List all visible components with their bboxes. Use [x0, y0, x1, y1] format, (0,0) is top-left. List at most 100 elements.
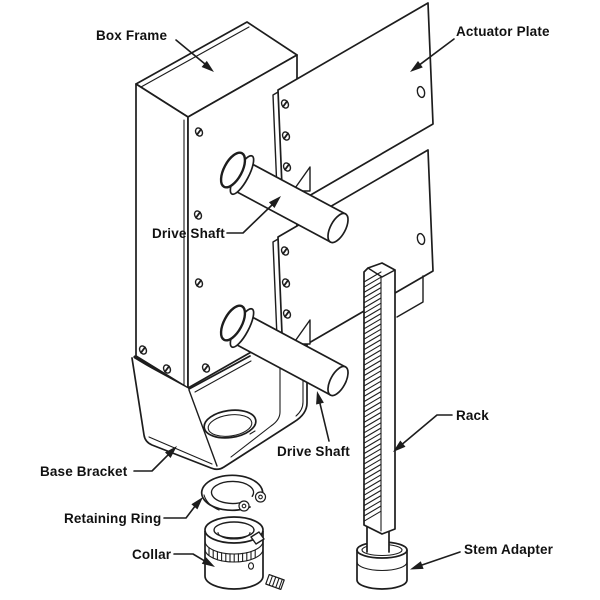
adapter-body — [356, 550, 408, 590]
callout-rack: Rack — [393, 408, 489, 452]
rack-stub-sides — [366, 526, 390, 553]
rack-leader — [402, 414, 453, 445]
collar-leader — [173, 553, 205, 562]
base-bracket-leader — [133, 454, 169, 472]
base-bracket-arrowhead-icon — [165, 446, 177, 458]
shaft1-body-fill — [231, 160, 346, 243]
label-retaining-ring: Retaining Ring — [64, 511, 161, 526]
shaft1-body-lines — [230, 160, 347, 243]
box-frame-leader — [175, 39, 206, 65]
actuator-plate-leader — [419, 38, 455, 65]
box-frame-arrowhead-icon — [201, 60, 214, 72]
ring-inner-arc — [210, 480, 255, 505]
rack-part — [363, 262, 396, 553]
shaft2-body-fill — [231, 313, 346, 396]
retaining-ring-part — [200, 474, 267, 512]
bracket-hole-outer — [203, 409, 257, 439]
label-base-bracket: Base Bracket — [40, 464, 128, 479]
bracket-inner-front-edge — [230, 351, 281, 458]
drive-shaft-upper-part — [219, 151, 349, 244]
screw-slot-icon — [195, 211, 201, 219]
screw-slot-icon — [283, 279, 289, 287]
plate1-hole — [416, 85, 426, 99]
drive-shaft-lower-arrowhead-icon — [316, 391, 324, 405]
bracket-back-edge — [188, 355, 251, 390]
box-screws — [138, 127, 211, 374]
bracket-hole-inner — [207, 414, 253, 437]
drive-shaft-lower-leader — [319, 402, 330, 442]
collar-knurl-ticks — [208, 547, 256, 563]
drive-shaft-lower-part — [219, 304, 349, 397]
callout-box-frame: Box Frame — [96, 28, 214, 72]
rack-silhouette — [363, 262, 396, 535]
ring-lug-left-hole — [241, 503, 247, 509]
ring-lug-left — [238, 500, 250, 512]
ring-lug-right — [254, 491, 267, 503]
plate2-face — [277, 149, 434, 359]
collar-set-screw-nub — [250, 531, 265, 545]
stem-adapter-arrowhead-icon — [410, 561, 424, 570]
actuator-plate-top-part — [272, 2, 434, 215]
bracket-lip-fold — [148, 436, 213, 465]
adapter-band — [356, 561, 408, 572]
shaft2-flange-cap — [219, 304, 247, 342]
shaft1-flange-cap — [219, 151, 247, 189]
box-frame-part — [133, 21, 298, 391]
bracket-panel-edge — [188, 389, 218, 467]
label-rack: Rack — [456, 408, 489, 423]
plate1-screws — [280, 99, 292, 172]
ring-thickness-arc — [203, 494, 220, 511]
collar-front-hole — [247, 562, 255, 570]
callout-drive-shaft-upper: Drive Shaft — [152, 196, 281, 241]
collar-top-rim — [204, 516, 264, 544]
set-screw-threads — [268, 575, 283, 590]
callout-base-bracket: Base Bracket — [40, 446, 177, 479]
retaining-ring-arrowhead-icon — [191, 497, 203, 510]
ring-outer-arc — [200, 474, 264, 512]
screw-slot-icon — [284, 310, 290, 318]
screw-slot-icon — [203, 364, 209, 372]
label-stem-adapter: Stem Adapter — [464, 542, 554, 557]
label-actuator-plate: Actuator Plate — [456, 24, 550, 39]
shaft2-body-lines — [230, 313, 347, 396]
screw-slot-icon — [140, 346, 146, 354]
box-bend-line-top — [140, 26, 250, 88]
rack-arrowhead-icon — [393, 440, 406, 452]
rack-teeth — [363, 271, 382, 522]
retaining-ring-leader — [163, 506, 196, 519]
plate1-face — [277, 2, 434, 212]
stem-adapter-leader — [421, 551, 461, 566]
screw-slot-icon — [196, 279, 202, 287]
callout-drive-shaft-lower: Drive Shaft — [277, 391, 350, 459]
callout-actuator-plate: Actuator Plate — [410, 24, 550, 72]
plate2-slot-edge — [396, 275, 424, 318]
screw-slot-icon — [283, 132, 289, 140]
actuator-plate-arrowhead-icon — [410, 61, 423, 72]
label-drive-shaft-lower: Drive Shaft — [277, 444, 350, 459]
screw-slot-icon — [164, 365, 170, 373]
collar-bore — [213, 521, 255, 539]
drive-shaft-upper-leader — [226, 204, 273, 234]
screw-slot-icon — [282, 247, 288, 255]
label-drive-shaft-upper: Drive Shaft — [152, 226, 225, 241]
bracket-back-inner-edge — [194, 360, 252, 393]
screw-slot-icon — [284, 163, 290, 171]
callout-collar: Collar — [132, 547, 215, 567]
collar-bore-shadow — [217, 531, 251, 540]
collar-arrowhead-icon — [201, 557, 215, 567]
plate2-hole — [416, 232, 426, 246]
plate2-screws — [280, 246, 292, 319]
callout-retaining-ring: Retaining Ring — [64, 497, 203, 526]
shaft2-tip — [327, 365, 349, 397]
set-screw-part — [265, 574, 285, 590]
bracket-inner-front-edge-2 — [295, 341, 304, 417]
collar-part — [204, 516, 265, 590]
callout-stem-adapter: Stem Adapter — [410, 542, 554, 570]
screw-slot-icon — [196, 128, 202, 136]
label-collar: Collar — [132, 547, 172, 562]
drive-shaft-upper-arrowhead-icon — [268, 196, 281, 208]
label-box-frame: Box Frame — [96, 28, 167, 43]
screw-slot-icon — [282, 100, 288, 108]
